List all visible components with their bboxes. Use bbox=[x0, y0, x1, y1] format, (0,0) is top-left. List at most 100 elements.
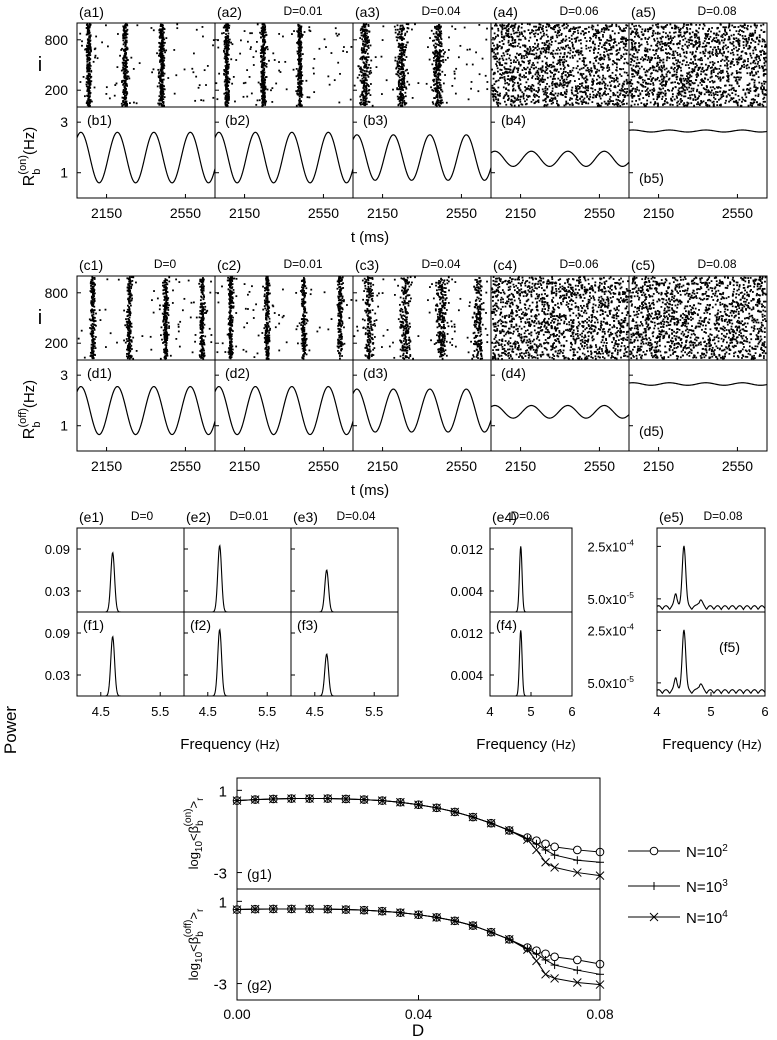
raster-spike bbox=[748, 44, 751, 47]
raster-spike bbox=[587, 46, 590, 49]
raster-spike bbox=[398, 96, 401, 99]
raster-spike bbox=[662, 26, 664, 29]
raster-spike bbox=[226, 53, 229, 55]
raster-spike bbox=[613, 77, 615, 80]
raster-spike bbox=[545, 40, 548, 43]
raster-spike bbox=[579, 97, 582, 100]
raster-spike bbox=[722, 91, 724, 94]
raster-spike bbox=[364, 77, 367, 80]
raster-spike bbox=[549, 38, 552, 41]
raster-spike bbox=[121, 81, 123, 84]
raster-spike bbox=[615, 79, 617, 81]
raster-spike bbox=[364, 45, 367, 47]
raster-spike bbox=[435, 78, 438, 81]
raster-spike bbox=[589, 37, 592, 40]
raster-spike bbox=[635, 24, 637, 27]
raster-spike bbox=[584, 92, 587, 94]
raster-spike bbox=[734, 26, 737, 28]
raster-spike bbox=[686, 101, 689, 104]
raster-spike bbox=[552, 75, 555, 78]
raster-spike bbox=[733, 26, 735, 29]
raster-spike bbox=[435, 68, 438, 70]
raster-spike bbox=[601, 78, 604, 81]
raster-spike bbox=[162, 64, 165, 67]
raster-spike bbox=[672, 57, 674, 60]
raster-spike bbox=[403, 82, 406, 85]
raster-spike bbox=[125, 39, 128, 42]
raster-spike bbox=[682, 77, 685, 80]
raster-spike bbox=[541, 66, 544, 69]
raster-spike bbox=[727, 78, 730, 81]
raster-spike bbox=[599, 57, 602, 59]
raster-spike bbox=[299, 40, 302, 43]
raster-spike bbox=[547, 48, 550, 51]
raster-spike bbox=[517, 67, 520, 70]
raster-spike bbox=[86, 101, 88, 104]
raster-spike bbox=[511, 39, 514, 42]
raster-spike bbox=[336, 34, 339, 37]
raster-spike bbox=[438, 95, 441, 98]
raster-spike bbox=[159, 85, 162, 88]
raster-spike bbox=[708, 50, 711, 53]
raster-spike bbox=[105, 86, 108, 89]
raster-spike bbox=[399, 95, 402, 98]
raster-spike bbox=[726, 33, 728, 35]
raster-spike bbox=[400, 27, 403, 30]
raster-spike bbox=[299, 52, 302, 55]
raster-spike bbox=[739, 71, 742, 74]
raster-spike bbox=[361, 26, 364, 28]
raster-spike bbox=[367, 100, 370, 103]
raster-spike bbox=[266, 48, 269, 51]
raster-spike bbox=[405, 86, 407, 89]
raster-spike bbox=[626, 82, 629, 84]
raster-spike bbox=[122, 57, 124, 60]
raster-spike bbox=[735, 70, 738, 72]
raster-spike bbox=[596, 55, 599, 58]
raster-spike bbox=[402, 52, 404, 55]
raster-spike bbox=[575, 102, 578, 104]
raster-spike bbox=[596, 78, 598, 81]
raster-spike bbox=[621, 55, 624, 58]
raster-spike bbox=[530, 90, 533, 92]
raster-spike bbox=[367, 92, 370, 95]
raster-spike bbox=[506, 29, 509, 32]
raster-spike bbox=[678, 66, 681, 68]
raster-spike bbox=[249, 48, 252, 50]
raster-spike bbox=[152, 29, 155, 32]
raster-spike bbox=[215, 82, 218, 85]
raster-spike bbox=[583, 61, 585, 63]
raster-spike bbox=[366, 52, 369, 55]
raster-spike bbox=[718, 41, 721, 44]
raster-spike bbox=[602, 62, 604, 65]
raster-spike bbox=[429, 37, 431, 39]
raster-spike bbox=[81, 44, 83, 47]
raster-spike bbox=[126, 24, 129, 27]
raster-spike bbox=[527, 29, 530, 32]
raster-spike bbox=[263, 67, 266, 70]
raster-spike bbox=[434, 35, 436, 38]
raster-spike bbox=[515, 67, 518, 70]
raster-spike bbox=[514, 45, 517, 48]
raster-spike bbox=[593, 65, 596, 68]
raster-spike bbox=[601, 68, 604, 71]
raster-spike bbox=[735, 76, 737, 79]
raster-spike bbox=[481, 57, 484, 60]
raster-spike bbox=[569, 71, 572, 74]
raster-spike bbox=[86, 58, 89, 61]
raster-spike bbox=[124, 42, 127, 45]
raster-spike bbox=[88, 35, 91, 38]
raster-spike bbox=[553, 26, 555, 28]
raster-spike bbox=[260, 36, 262, 39]
raster-spike bbox=[582, 101, 585, 104]
raster-spike bbox=[85, 83, 88, 86]
raster-spike bbox=[363, 45, 366, 48]
raster-spike bbox=[618, 93, 621, 96]
raster-spike bbox=[124, 96, 127, 99]
raster-spike bbox=[403, 101, 406, 104]
raster-spike bbox=[560, 46, 563, 49]
raster-spike bbox=[299, 69, 301, 72]
raster-spike bbox=[516, 52, 518, 55]
raster-spike bbox=[571, 43, 574, 46]
raster-spike bbox=[762, 70, 765, 72]
raster-spike bbox=[400, 58, 403, 61]
